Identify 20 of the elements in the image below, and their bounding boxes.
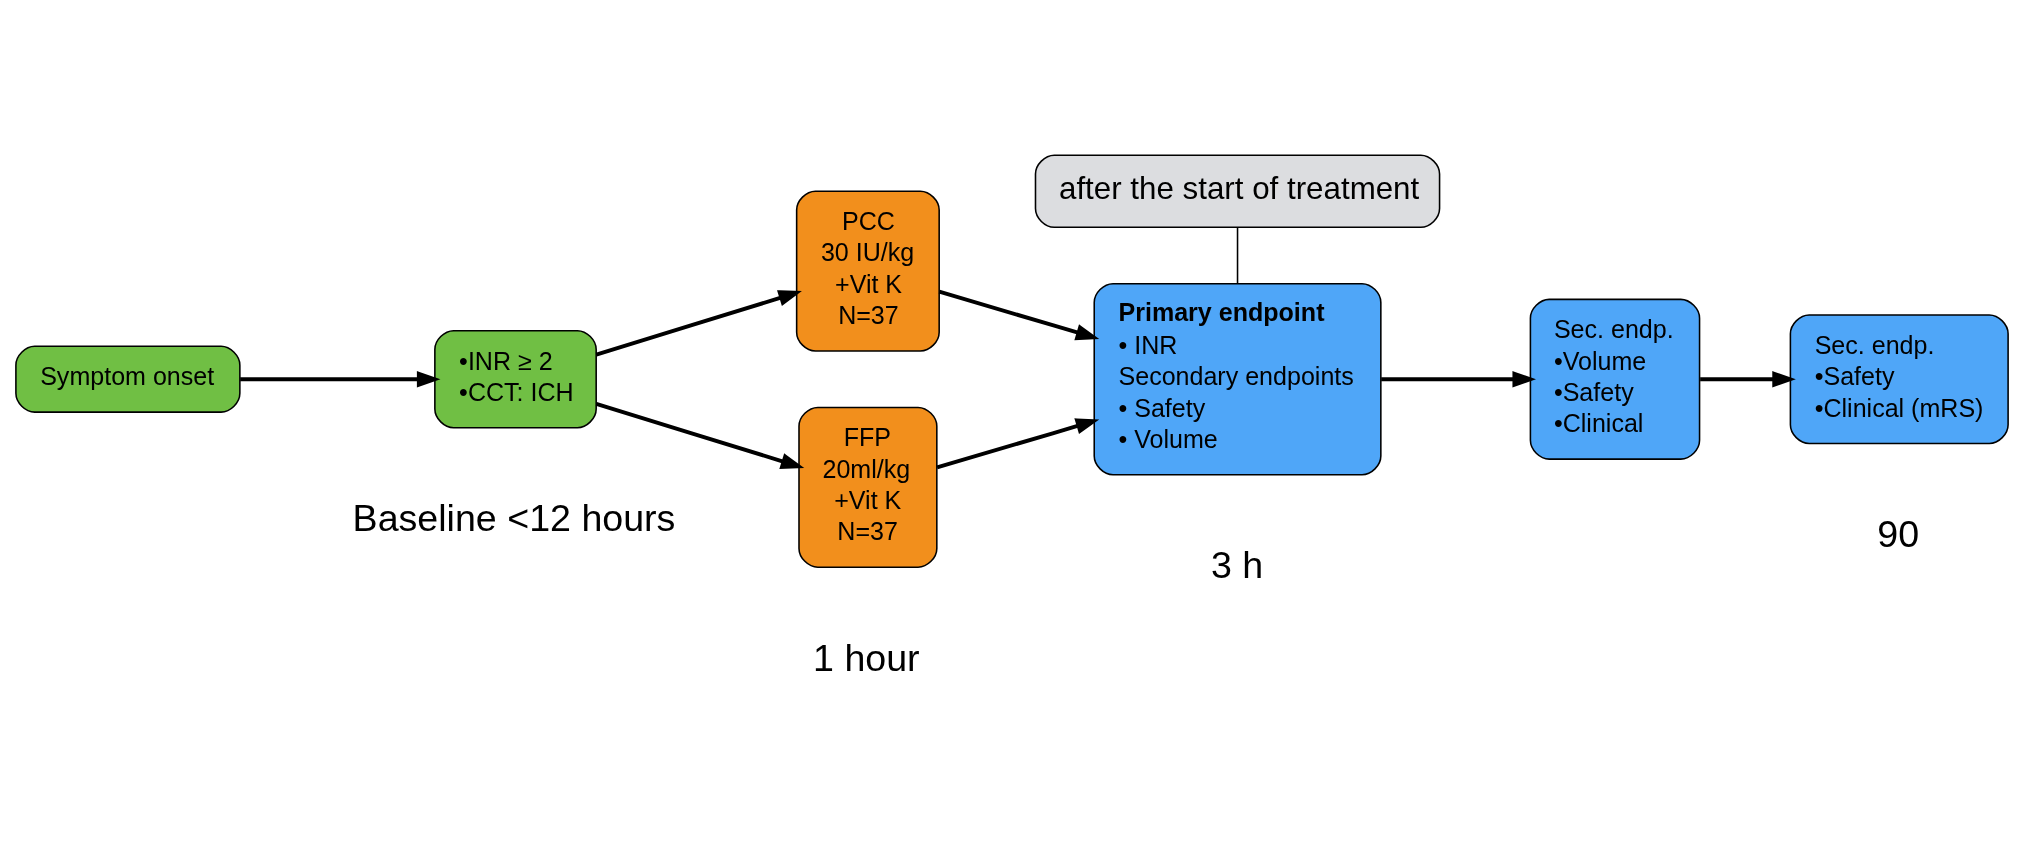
connector bbox=[1236, 227, 1239, 284]
arrow bbox=[595, 401, 805, 469]
node-box: Sec. endp. •Safety •Clinical (mRS) bbox=[1789, 314, 2009, 445]
label: 1 hour bbox=[813, 636, 920, 679]
node-box: Sec. endp. •Volume •Safety •Clinical bbox=[1529, 298, 1701, 460]
arrow bbox=[1700, 371, 1796, 388]
label: 90 bbox=[1877, 513, 1920, 556]
arrow bbox=[1381, 371, 1536, 388]
node-box: FFP 20ml/kg +Vit K N=37 bbox=[798, 406, 938, 568]
node-box: PCC 30 IU/kg +Vit K N=37 bbox=[795, 190, 940, 352]
label: Baseline <12 hours bbox=[352, 497, 676, 540]
arrow bbox=[938, 289, 1100, 341]
arrow bbox=[240, 371, 441, 388]
arrow bbox=[595, 290, 802, 357]
node-box: •INR ≥ 2 •CCT: ICH bbox=[434, 329, 597, 429]
node-box: Symptom onset bbox=[15, 345, 241, 413]
node-box: Primary endpoint • INR Secondary endpoints • Safety • Volume bbox=[1093, 282, 1382, 476]
arrow bbox=[936, 418, 1100, 470]
node-box: after the start of treatment bbox=[1034, 154, 1441, 229]
label: 3 h bbox=[1210, 544, 1264, 587]
